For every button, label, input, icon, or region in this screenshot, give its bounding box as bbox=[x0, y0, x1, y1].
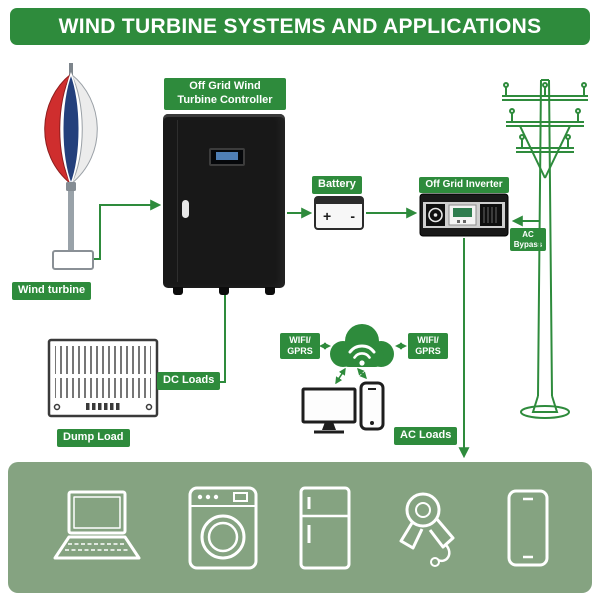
page-title: WIND TURBINE SYSTEMS AND APPLICATIONS bbox=[10, 8, 590, 45]
monitor-icon bbox=[301, 387, 357, 434]
controller-foot bbox=[265, 287, 275, 295]
cloud-wifi-icon bbox=[330, 324, 394, 367]
dc-loads-label: DC Loads bbox=[157, 372, 221, 390]
dump-load-icon bbox=[47, 338, 159, 418]
wind-turbine-icon bbox=[44, 63, 98, 270]
dump-load-label: Dump Load bbox=[57, 429, 130, 447]
smartphone-icon bbox=[507, 489, 549, 566]
hair-dryer-icon bbox=[399, 492, 455, 567]
appliances-panel bbox=[8, 462, 592, 593]
wifi-gprs-label-right: WIFI/ GPRS bbox=[408, 333, 448, 359]
battery-icon: + - bbox=[314, 196, 364, 230]
ac-loads-label: AC Loads bbox=[394, 427, 458, 445]
controller-door-seam bbox=[177, 120, 178, 282]
laptop-icon bbox=[53, 490, 141, 559]
inverter-label: Off Grid Inverter bbox=[419, 177, 509, 193]
controller-foot bbox=[173, 287, 183, 295]
battery-plus: + bbox=[323, 208, 332, 224]
inverter-icon bbox=[419, 193, 509, 237]
utility-pole-icon bbox=[502, 79, 588, 419]
battery-minus: - bbox=[350, 208, 355, 224]
washing-machine-icon bbox=[188, 486, 258, 569]
controller-cabinet-icon bbox=[163, 114, 285, 295]
controller-display bbox=[209, 148, 245, 166]
refrigerator-icon bbox=[299, 486, 351, 569]
wifi-gprs-label-left: WIFI/ GPRS bbox=[280, 333, 320, 359]
wind-turbine-label: Wind turbine bbox=[12, 282, 92, 300]
controller-door-handle bbox=[182, 200, 189, 218]
controller-foot bbox=[219, 287, 229, 295]
controller-label: Off Grid Wind Turbine Controller bbox=[164, 78, 286, 110]
battery-label: Battery bbox=[312, 176, 362, 194]
controller-screen bbox=[216, 152, 238, 160]
phone-icon bbox=[359, 381, 385, 431]
ac-bypass-label: AC Bypass bbox=[510, 228, 546, 252]
